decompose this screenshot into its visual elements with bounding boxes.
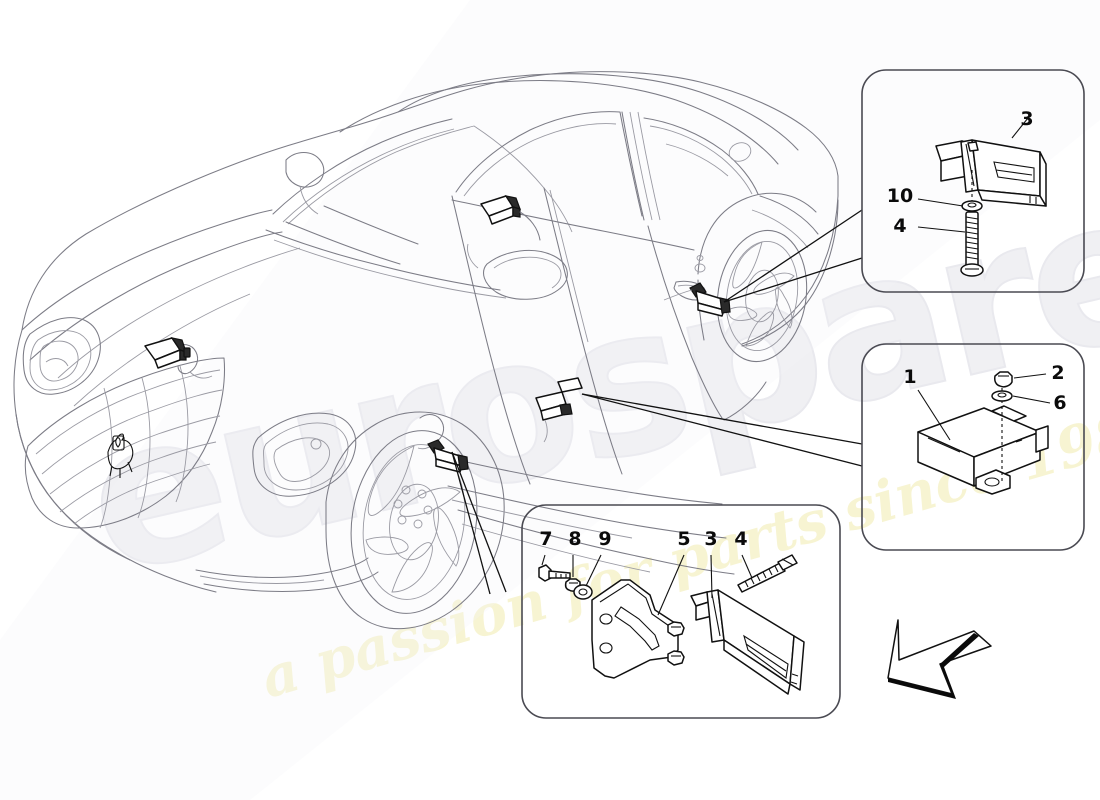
label-6: 6 bbox=[1053, 392, 1066, 414]
label-1: 1 bbox=[903, 366, 916, 388]
leader-2 bbox=[1013, 373, 1047, 379]
car-outline bbox=[13, 71, 839, 630]
leader-6 bbox=[1012, 395, 1051, 404]
part-4-screw-top bbox=[960, 211, 984, 277]
label-9: 9 bbox=[598, 528, 611, 550]
direction-of-travel-arrow bbox=[887, 619, 992, 699]
part-4-screw-bottom bbox=[737, 554, 798, 593]
label-7: 7 bbox=[539, 528, 552, 550]
door-sensor-icon bbox=[663, 282, 731, 317]
leader-control-unit-2 bbox=[581, 393, 863, 467]
cabin-sensor-icon bbox=[480, 195, 541, 241]
front-wheel-sensor-icon bbox=[427, 439, 469, 473]
callout-middle-right-frame bbox=[861, 343, 1085, 551]
grille-slats bbox=[35, 365, 223, 529]
leader-door-sensor bbox=[723, 209, 863, 303]
bracket-nut-upper bbox=[667, 621, 685, 637]
leader-3-top bbox=[1011, 117, 1029, 139]
front-wheel-spokes bbox=[365, 445, 461, 593]
bracket-nut-lower bbox=[667, 650, 685, 666]
callout-bottom-center: 7 8 9 5 3 4 bbox=[521, 504, 841, 719]
leader-wheel-sensor bbox=[451, 451, 491, 595]
label-3-bottom: 3 bbox=[704, 528, 717, 550]
engine-bay-sensor-icon bbox=[144, 337, 191, 369]
label-2: 2 bbox=[1051, 362, 1064, 384]
leader-4-bottom bbox=[741, 554, 753, 579]
part-10-washer bbox=[961, 200, 983, 212]
part-1-control-unit bbox=[917, 405, 1049, 495]
leader-1 bbox=[917, 389, 951, 441]
part-5-bracket bbox=[591, 579, 685, 679]
arrow-shadow bbox=[888, 633, 979, 699]
leader-10 bbox=[917, 198, 964, 207]
rear-wheel-spokes bbox=[727, 241, 795, 347]
label-5: 5 bbox=[677, 528, 690, 550]
part-3-sensor-bottom bbox=[690, 589, 805, 695]
leader-wheel-sensor-2 bbox=[451, 451, 507, 593]
part-9-washer bbox=[573, 584, 593, 600]
label-4-bottom: 4 bbox=[734, 528, 747, 550]
leader-7 bbox=[541, 554, 546, 566]
leader-4-top bbox=[917, 226, 966, 233]
sill-control-unit-icon bbox=[535, 377, 583, 443]
leader-3-bottom bbox=[710, 554, 713, 599]
leader-9 bbox=[585, 554, 602, 587]
part-6-washer bbox=[991, 390, 1013, 402]
label-3-top: 3 bbox=[1020, 108, 1033, 130]
callout-top-right: 3 10 4 bbox=[861, 69, 1085, 293]
label-8: 8 bbox=[568, 528, 581, 550]
callout-bottom-center-frame bbox=[521, 504, 841, 719]
label-4-top: 4 bbox=[893, 215, 906, 237]
leader-5 bbox=[657, 554, 685, 616]
part-3-sensor-top bbox=[935, 139, 1047, 207]
callout-top-right-frame bbox=[861, 69, 1085, 293]
part-2-nut bbox=[994, 371, 1013, 388]
leader-control-unit bbox=[581, 393, 863, 445]
part-7-bolt bbox=[538, 564, 571, 582]
leader-door-sensor-2 bbox=[723, 257, 863, 303]
callout-middle-right: 1 2 6 bbox=[861, 343, 1085, 551]
label-10: 10 bbox=[887, 185, 913, 207]
